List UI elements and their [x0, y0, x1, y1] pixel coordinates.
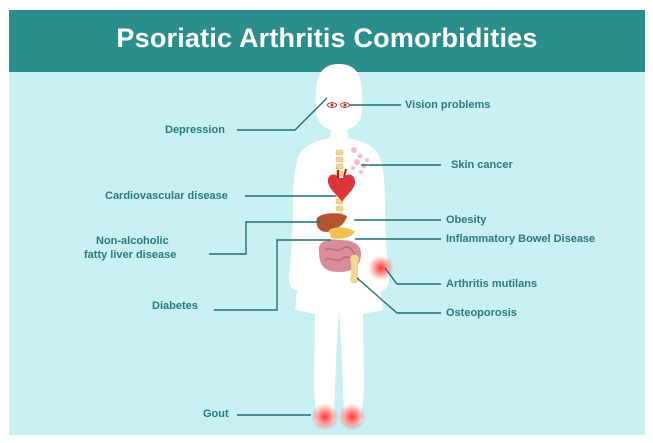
right-pupil: [344, 104, 347, 107]
left-pupil: [331, 104, 334, 107]
left-foot-inflammation: [311, 403, 339, 431]
label-skin-cancer: Skin cancer: [451, 159, 513, 172]
head-hair: [316, 64, 363, 131]
label-nafld-line1: Non-alcoholic: [96, 235, 169, 248]
label-arthritis-mutilans: Arthritis mutilans: [446, 278, 537, 291]
label-obesity: Obesity: [446, 214, 486, 227]
leader-depression: [237, 98, 327, 130]
label-cardiovascular-disease: Cardiovascular disease: [105, 190, 228, 203]
label-gout: Gout: [203, 408, 229, 421]
label-osteoporosis: Osteoporosis: [446, 307, 517, 320]
body-diagram: [9, 10, 645, 435]
label-nafld-line2: fatty liver disease: [84, 249, 176, 262]
label-depression: Depression: [165, 124, 225, 137]
label-vision-problems: Vision problems: [405, 99, 490, 112]
right-foot-inflammation: [338, 403, 366, 431]
hand-inflammation: [368, 255, 394, 281]
diagram-canvas: Psoriatic Arthritis Comorbidities: [9, 10, 645, 435]
label-diabetes: Diabetes: [152, 300, 198, 313]
label-inflammatory-bowel-disease: Inflammatory Bowel Disease: [446, 233, 595, 246]
